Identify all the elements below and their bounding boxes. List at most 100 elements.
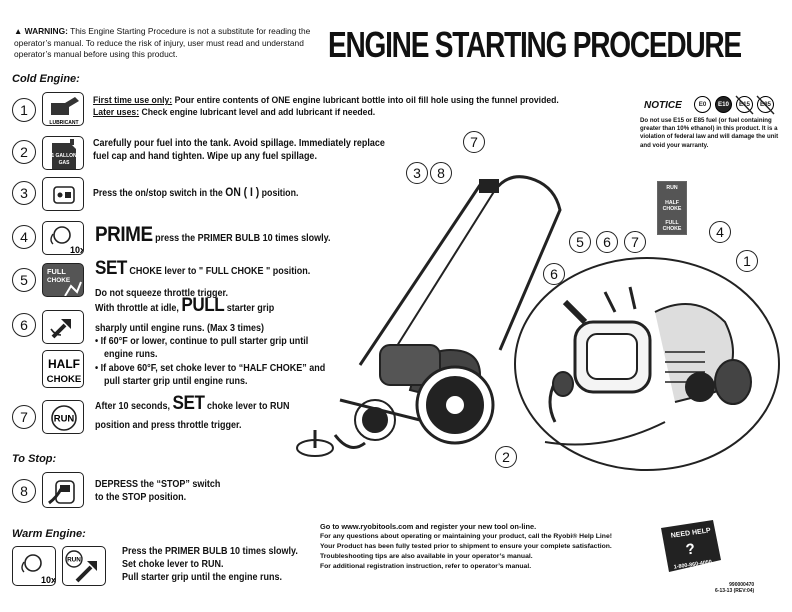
step-6-pull-word: PULL	[181, 295, 225, 316]
help-phone-number: 1-800-860-4050	[673, 559, 712, 570]
step-5-set-word: SET	[95, 258, 127, 279]
step-2-number: 2	[12, 140, 36, 164]
step-3-number: 3	[12, 181, 36, 205]
step-4-instruction: press the PRIMER BULB 10 times slowly.	[152, 233, 331, 244]
step-2-line-1: Carefully pour fuel into the tank. Avoid…	[93, 138, 385, 149]
step-5-number: 5	[12, 268, 36, 292]
step-6-bullet-1b: engine runs.	[104, 349, 158, 360]
step-7-set-word: SET	[172, 393, 205, 414]
step-6-line-1: With throttle at idle, PULL starter grip	[95, 296, 274, 315]
footer-line-5: For additional registration instruction,…	[320, 563, 532, 570]
section-cold-engine: Cold Engine:	[12, 73, 80, 85]
footer-line-3: Your Product has been fully tested prior…	[320, 543, 612, 550]
choke-lever-panel: RUN HALF CHOKE FULL CHOKE	[657, 181, 687, 235]
fuel-badge-e10: E10	[715, 96, 732, 113]
callout-8: 8	[430, 162, 452, 184]
section-to-stop: To Stop:	[12, 453, 57, 465]
step-7-line-2: position and press throttle trigger.	[95, 420, 242, 431]
warning-block: ▲ WARNING: This Engine Starting Procedur…	[14, 26, 314, 61]
callout-7-handle: 7	[463, 131, 485, 153]
warm-line-1: Press the PRIMER BULB 10 times slowly.	[122, 546, 298, 557]
primer-10x-label: 10x	[70, 245, 84, 255]
svg-text:CHOKE: CHOKE	[47, 374, 82, 385]
callout-7-engine: 7	[624, 231, 646, 253]
ryobi-url-link[interactable]: www.ryobitools.com	[341, 522, 414, 531]
step-8-line-2: to the STOP position.	[95, 492, 187, 503]
step-1-first-use-text: Pour entire contents of ONE engine lubri…	[174, 95, 559, 106]
lubricant-label: LUBRICANT	[49, 120, 78, 126]
primer-bulb-icon: 10x	[42, 221, 84, 255]
step-6-bullet-1a: • If 60°F or lower, continue to pull sta…	[95, 336, 309, 347]
callout-4: 4	[709, 221, 731, 243]
callout-2: 2	[495, 446, 517, 468]
footer-line-2: For any questions about operating or mai…	[320, 533, 613, 540]
choke-panel-half: HALF CHOKE	[662, 200, 682, 212]
part-date: 6-13-13 (REV:04)	[715, 588, 755, 594]
step-1-number: 1	[12, 98, 36, 122]
half-choke-icon: HALF CHOKE	[42, 350, 84, 388]
warning-triangle-icon: ▲	[14, 26, 23, 36]
step-4-text: PRIME press the PRIMER BULB 10 times slo…	[95, 224, 331, 245]
warning-label: WARNING:	[24, 26, 68, 36]
callout-1: 1	[736, 250, 758, 272]
step-7-intro: After 10 seconds,	[95, 401, 173, 412]
callout-3: 3	[406, 162, 428, 184]
notice-body: Do not use E15 or E85 fuel (or fuel cont…	[640, 117, 779, 149]
warning-text: This Engine Starting Procedure is not a …	[14, 26, 311, 59]
fuel-badge-e0: E0	[694, 96, 711, 113]
prohibited-fuel-slashes	[735, 95, 775, 115]
step-1-later-label: Later uses:	[93, 107, 140, 118]
step-1-later-text: Check engine lubricant level and add lub…	[141, 107, 376, 118]
step-4-prime-word: PRIME	[95, 223, 153, 246]
step-5-instruction: CHOKE lever to " FULL CHOKE " position.	[126, 266, 311, 277]
trimmer-illustration	[296, 175, 562, 457]
lubricant-icon: LUBRICANT	[42, 92, 84, 126]
warm-10x-label: 10x	[41, 575, 56, 585]
step-6-intro: With throttle at idle,	[95, 303, 182, 314]
need-help-badge: NEED HELP ? 1-800-860-4050	[655, 518, 725, 576]
step-1-first-use-label: First time use only:	[93, 95, 173, 106]
run-icon: RUN	[42, 400, 84, 434]
step-5-line-2: Do not squeeze throttle trigger.	[95, 288, 229, 299]
callout-6-top: 6	[596, 231, 618, 253]
warm-line-2: Set choke lever to RUN.	[122, 559, 224, 570]
pull-starter-icon	[42, 310, 84, 344]
step-7-line-1: After 10 seconds, SET choke lever to RUN	[95, 394, 290, 413]
run-icon-label: RUN	[54, 414, 75, 425]
gas-can-icon: 1 GALLON GAS	[42, 136, 84, 170]
step-1-line-2: Later uses: Check engine lubricant level…	[93, 107, 375, 119]
footer-line-4: Troubleshooting tips are also available …	[320, 553, 533, 560]
footer-register-line: Go to www.ryobitools.com and register yo…	[320, 522, 537, 531]
on-switch-icon	[42, 177, 84, 211]
step-3-text-c: position.	[259, 188, 299, 199]
stop-switch-icon	[42, 472, 84, 508]
part-number: 990000470	[729, 582, 755, 588]
warm-run-pull-icon: RUN	[62, 546, 106, 586]
callout-6-left: 6	[543, 263, 565, 285]
svg-text:?: ?	[685, 540, 696, 558]
warm-run-label: RUN	[67, 557, 81, 564]
svg-text:FULL: FULL	[47, 267, 66, 276]
step-7-instruction: choke lever to RUN	[204, 401, 290, 412]
step-2-line-2: fuel cap and hand tighten. Wipe up any f…	[93, 151, 317, 162]
step-1-line-1: First time use only: Pour entire content…	[93, 95, 559, 107]
step-6-bullet-2a: • If above 60°F, set choke lever to “HAL…	[95, 363, 326, 374]
full-choke-icon: FULL CHOKE	[42, 263, 84, 297]
svg-text:GAS: GAS	[59, 160, 71, 166]
step-5-line-1: SET CHOKE lever to " FULL CHOKE " positi…	[95, 259, 311, 278]
section-warm-engine: Warm Engine:	[12, 528, 86, 540]
step-6-number: 6	[12, 313, 36, 337]
choke-panel-full: FULL CHOKE	[662, 220, 682, 232]
svg-text:1 GALLON: 1 GALLON	[51, 153, 77, 159]
choke-panel-run: RUN	[666, 185, 678, 191]
step-3-text: Press the on/stop switch in the ON ( I )…	[93, 187, 298, 200]
engine-closeup	[514, 257, 780, 471]
ethanol-notice: NOTICE E0 E10 E15 E85 Do not use E15 or …	[636, 88, 784, 166]
warm-primer-icon: 10x	[12, 546, 56, 586]
notice-title: NOTICE	[644, 100, 682, 111]
step-3-text-a: Press the on/stop switch in the	[93, 188, 226, 199]
step-8-line-1: DEPRESS the “STOP” switch	[95, 479, 221, 490]
step-3-on-label: ON ( I )	[225, 187, 260, 199]
step-6-line-2: sharply until engine runs. (Max 3 times)	[95, 323, 265, 334]
footer-info: Go to www.ryobitools.com and register yo…	[320, 522, 640, 572]
